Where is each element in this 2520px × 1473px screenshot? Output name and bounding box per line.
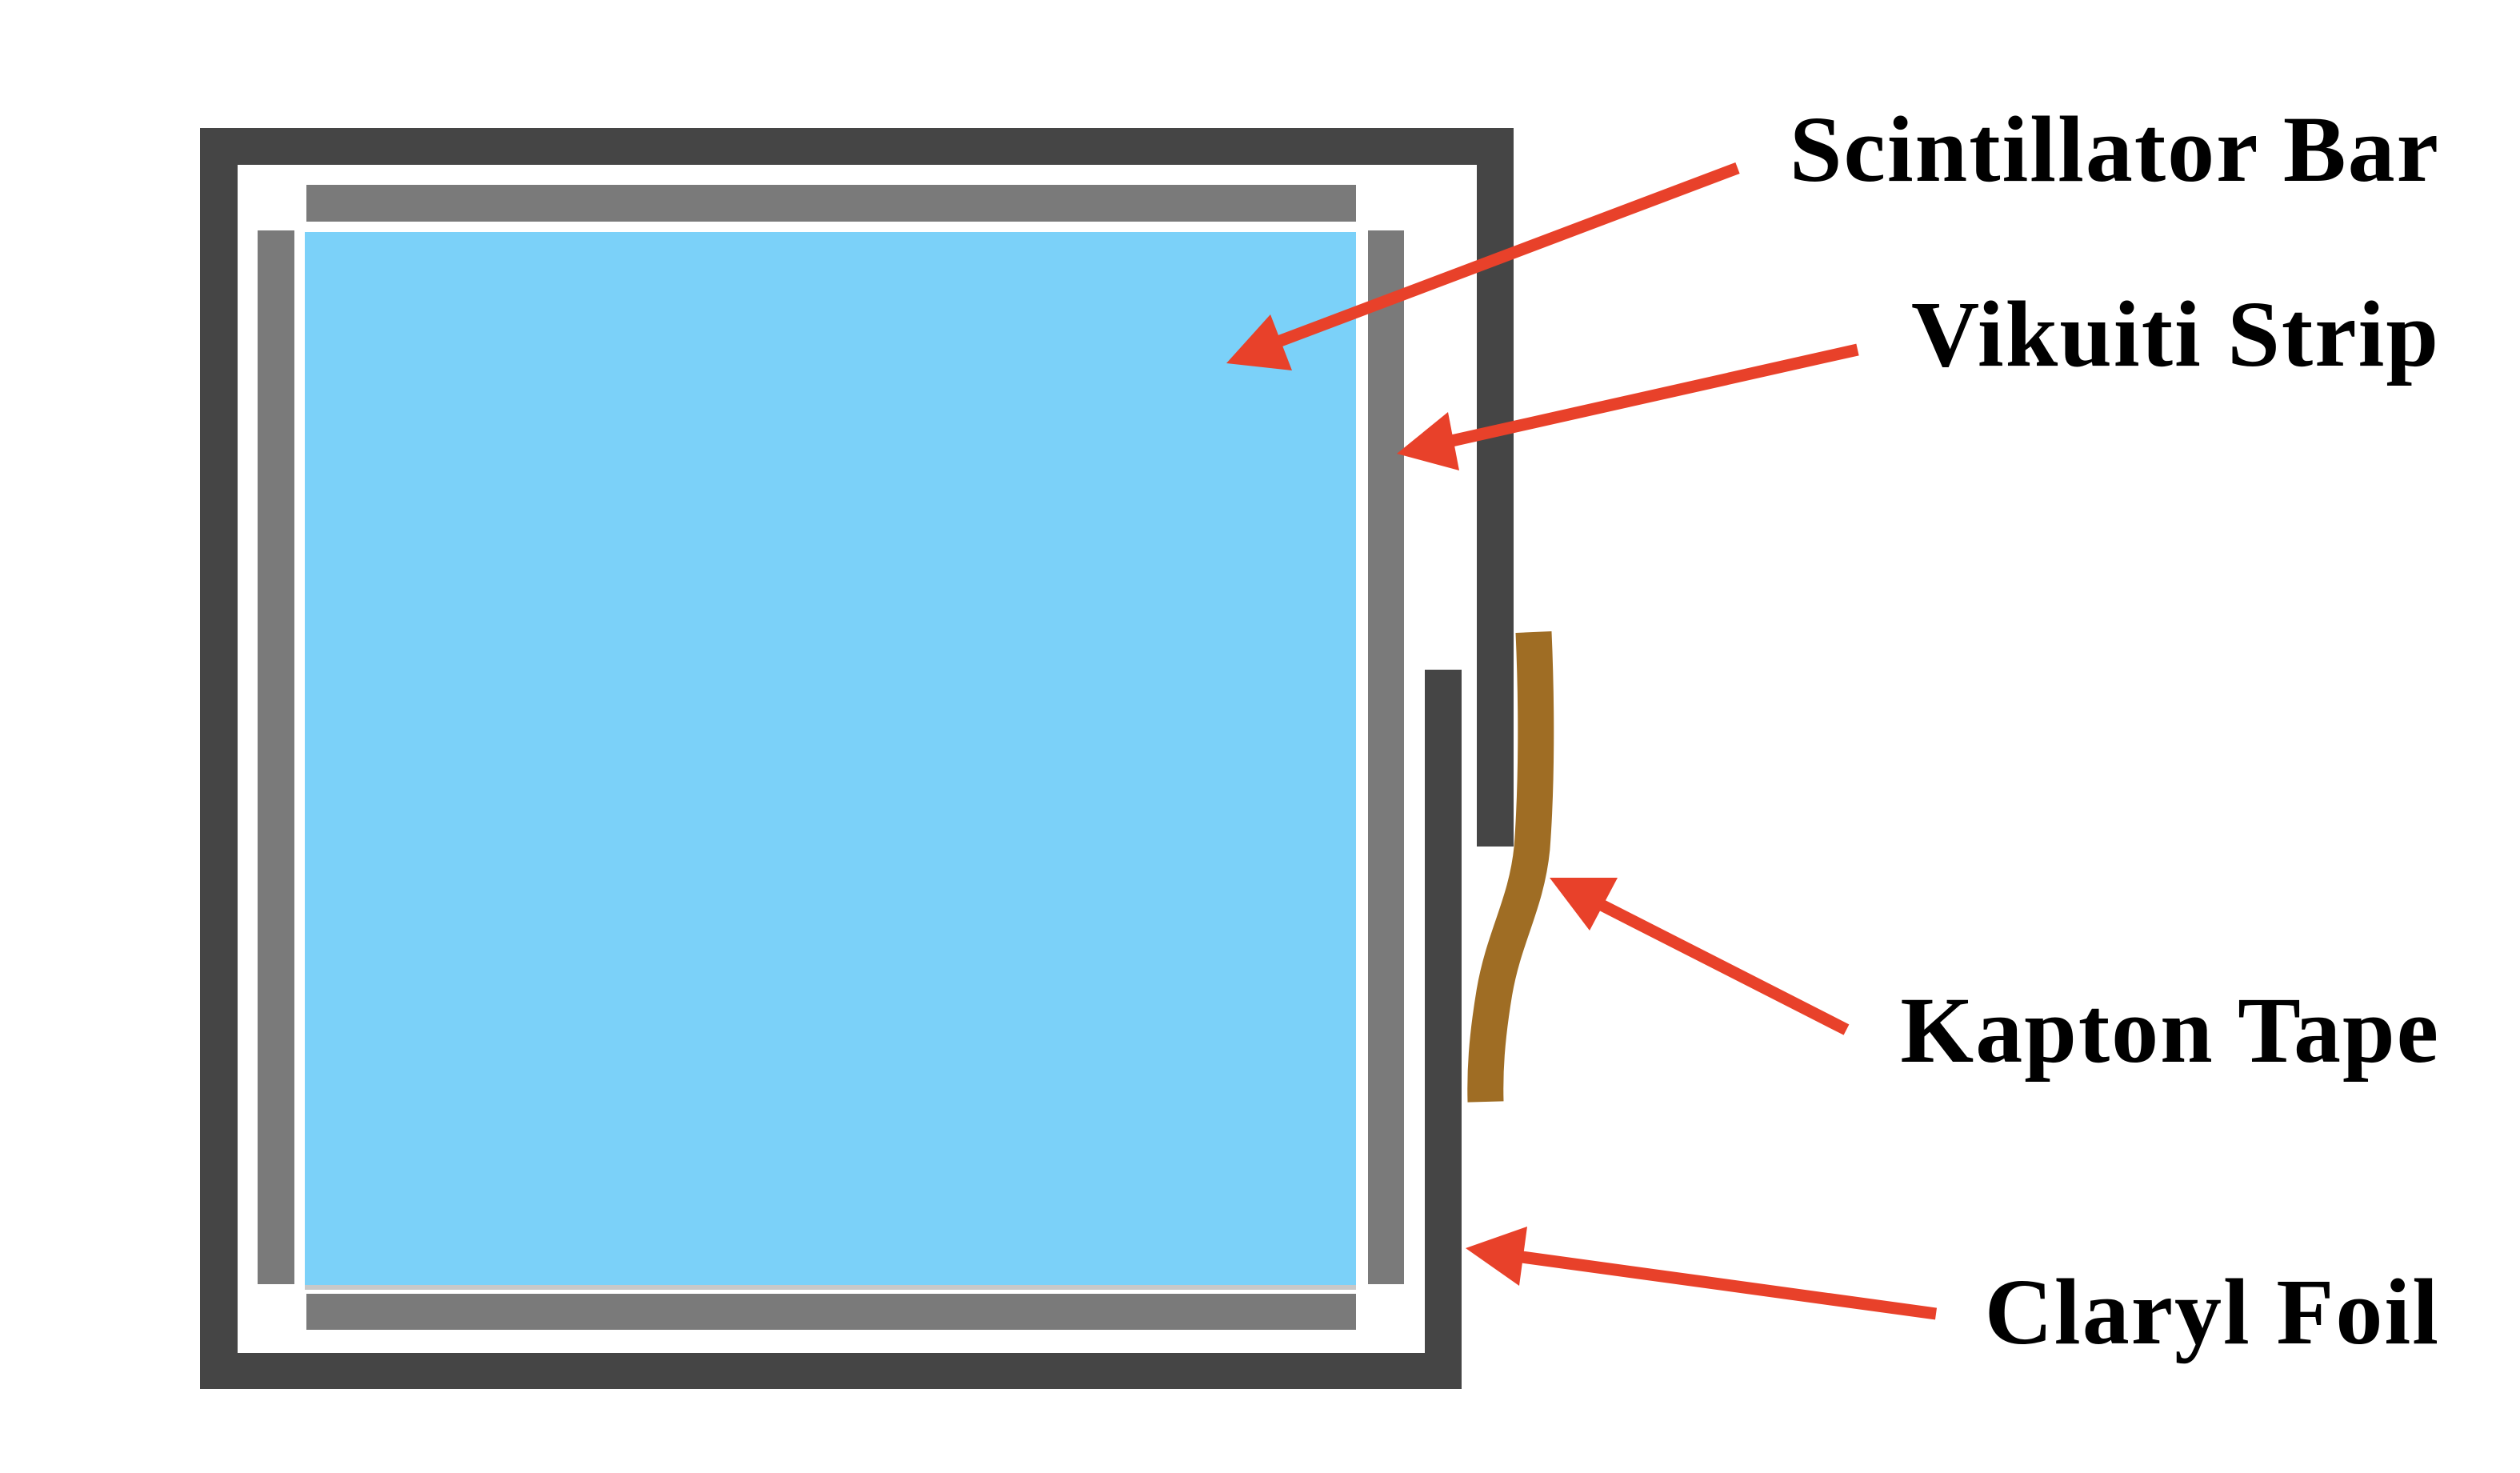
kapton-tape [1467, 631, 1554, 1103]
vikuiti-strip-bottom [306, 1294, 1356, 1330]
arrow-line [1514, 1250, 1938, 1320]
claryl-foil-right-outer [1477, 128, 1514, 847]
arrow-line [1446, 343, 1859, 448]
arrow-claryl-foil [1466, 1227, 1938, 1320]
arrowhead-icon [1550, 878, 1618, 931]
annotation-arrows [1226, 162, 1938, 1320]
arrow-kapton-tape [1550, 878, 1850, 1035]
claryl-foil [200, 128, 1514, 1389]
arrow-scintillator-bar [1226, 162, 1740, 370]
claryl-foil-inner-flap [1425, 670, 1462, 1389]
label-scintillator-bar: Scintillator Bar [1789, 97, 2440, 202]
arrow-line [1274, 162, 1740, 349]
scintillator-bar [305, 232, 1356, 1285]
claryl-foil-left [200, 128, 238, 1389]
vikuiti-strip-right [1368, 230, 1404, 1284]
claryl-foil-bottom [200, 1353, 1462, 1389]
claryl-foil-top [200, 128, 1514, 165]
vikuiti-strip-left [258, 230, 294, 1284]
label-vikuiti-strip: Vikuiti Strip [1911, 282, 2440, 386]
vikuiti-strip-top [306, 185, 1356, 222]
arrowhead-icon [1397, 412, 1459, 470]
vikuiti-strips [258, 185, 1404, 1330]
arrowhead-icon [1466, 1227, 1527, 1286]
arrow-vikuiti-strip [1397, 343, 1859, 470]
label-kapton-tape: Kapton Tape [1900, 978, 2440, 1083]
arrow-line [1589, 895, 1850, 1035]
label-claryl-foil: Claryl Foil [1984, 1259, 2440, 1364]
arrowhead-icon [1226, 314, 1292, 370]
